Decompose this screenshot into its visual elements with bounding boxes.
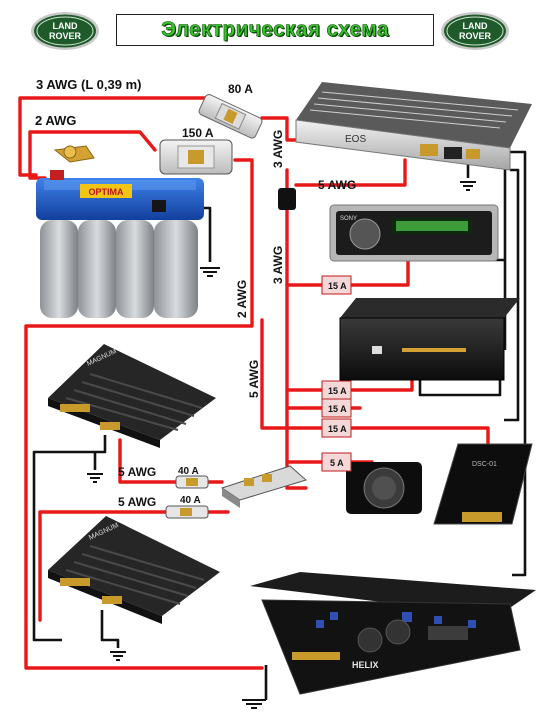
wire-battery-2awg [28, 130, 157, 180]
big-amp-brand: HELIX [352, 660, 379, 670]
battery-cells [40, 220, 198, 318]
remote-knob [346, 462, 422, 514]
label-fuse-40a-bottom: 40 A [180, 495, 201, 506]
ground-symbols [87, 181, 476, 709]
blade-fuses [321, 275, 352, 472]
wire-80a-to-amp [260, 116, 302, 142]
logo-text-rover: ROVER [459, 31, 492, 41]
head-unit-brand: SONY [340, 216, 357, 222]
label-fuse-headunit: 15 A [328, 281, 347, 291]
logo-text-land: LAND [53, 21, 78, 31]
ground-icon [200, 267, 220, 277]
label-fuse-dvd: 15 A [328, 386, 347, 396]
label-left-5awg: 5 AWG [247, 360, 261, 398]
page-title: Электрическая схема [161, 18, 389, 42]
label-vertical-2awg: 2 AWG [235, 280, 249, 318]
distribution-block [220, 465, 308, 508]
amplifier-helix: HELIX [250, 572, 536, 695]
inline-fuse-40a-top [175, 475, 209, 489]
wire-amp2-5awg [38, 510, 230, 622]
label-vertical-3awg-mid: 3 AWG [271, 246, 285, 284]
label-fuse-40a-top: 40 A [178, 466, 199, 477]
label-main-3awg: 3 AWG (L 0,39 m) [36, 77, 141, 92]
label-fuse-box: 15 A [328, 404, 347, 414]
fuse-holder-150a [159, 139, 233, 175]
logo-text-rover: ROVER [49, 31, 82, 41]
ground-icon [242, 699, 266, 709]
label-fuse-150a: 150 A [182, 126, 214, 140]
label-amp1-5awg: 5 AWG [118, 465, 156, 479]
label-fuse-proc: 15 A [328, 424, 347, 434]
cable-labels: 3 AWG (L 0,39 m) 2 AWG 80 A 150 A 3 AWG … [35, 77, 356, 509]
amplifier-eos: EOS [295, 82, 532, 171]
wire-fuse-proc [285, 426, 490, 446]
label-amp-5awg: 5 AWG [318, 178, 356, 192]
wire-main-3awg [18, 96, 207, 177]
media-box [339, 298, 520, 381]
wire-amp1-5awg [118, 438, 224, 484]
wire-fuse-headunit [285, 256, 410, 287]
wire-fuse-dvd [285, 378, 414, 392]
ground-icon [87, 473, 103, 483]
label-fuse-knob: 5 A [330, 458, 344, 468]
amp-top-brand: EOS [345, 134, 366, 145]
ground-icon [110, 651, 126, 661]
head-unit: SONY [329, 204, 499, 262]
label-battery-2awg: 2 AWG [35, 113, 76, 128]
battery-brand: OPTIMA [89, 187, 124, 197]
land-rover-logo-left: LAND ROVER [30, 11, 100, 51]
ground-icon [460, 181, 476, 191]
small-amp-top: MAGNUM [48, 344, 216, 448]
power-wires [18, 96, 490, 670]
wire-5awg-branch [260, 318, 289, 430]
processor-brand: DSC-01 [472, 461, 497, 468]
wire-150a-down [24, 158, 264, 670]
inline-fuse-40a-bottom [165, 505, 209, 519]
title-box: Электрическая схема [116, 14, 434, 46]
battery: OPTIMA [36, 145, 204, 318]
label-amp2-5awg: 5 AWG [118, 495, 156, 509]
wire-junction-to-amp [294, 158, 407, 187]
logo-text-land: LAND [463, 21, 488, 31]
land-rover-logo-right: LAND ROVER [440, 11, 510, 51]
label-fuse-80a: 80 A [228, 82, 253, 96]
battery-label-plate [80, 184, 132, 198]
junction-block [278, 188, 296, 210]
processor-unit: DSC-01 [433, 443, 533, 525]
fuse-holder-80a [198, 94, 263, 139]
small-amp-bottom: MAGNUM [48, 516, 220, 624]
label-vertical-3awg-upper: 3 AWG [271, 130, 285, 168]
